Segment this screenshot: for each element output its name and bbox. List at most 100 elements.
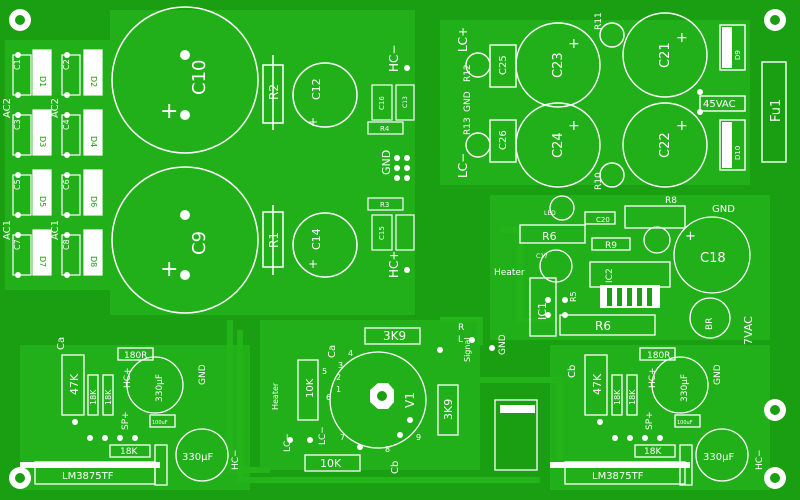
label-signal: Signal — [463, 337, 472, 362]
label-c6: C6 — [62, 179, 71, 190]
label-18k-c: 18K — [613, 389, 622, 405]
label-d7: D7 — [38, 256, 47, 267]
label-lm-left: LM3875TF — [62, 471, 114, 482]
label-330-left: 330μF — [155, 374, 165, 402]
label-gnd-bl: GND — [198, 364, 208, 385]
label-ac1a: AC1 — [2, 220, 13, 240]
label-gnd-left: GND — [380, 150, 393, 175]
label-ca-center: Ca — [327, 345, 338, 358]
label-c20: C20 — [596, 216, 610, 224]
label-d8: D8 — [89, 256, 98, 267]
label-lc-plus: LC+ — [456, 27, 470, 52]
label-c25: C25 — [498, 55, 509, 75]
label-r4: R4 — [380, 125, 390, 133]
label-d4: D4 — [89, 136, 98, 147]
label-c23: C23 — [551, 52, 566, 78]
pin-4: 4 — [348, 349, 353, 358]
pin-1: 1 — [336, 385, 341, 394]
svg-text:+: + — [308, 115, 318, 129]
label-fu1: Fu1 — [769, 99, 784, 122]
pin-8: 8 — [385, 445, 390, 454]
label-r8: R8 — [665, 196, 677, 206]
pads — [15, 52, 703, 450]
label-d10: D10 — [734, 146, 742, 160]
label-100uf-right: 100uF — [677, 420, 693, 426]
label-d2: D2 — [89, 76, 98, 87]
label-18k-d: 18K — [628, 389, 637, 405]
label-d3: D3 — [38, 136, 47, 147]
label-c3: C3 — [13, 119, 22, 130]
label-heater: Heater — [494, 268, 525, 278]
label-c9: C9 — [189, 231, 210, 255]
mounting-holes — [9, 9, 786, 489]
label-c7: C7 — [13, 239, 22, 250]
label-r11: R11 — [594, 12, 604, 30]
label-sp-right: SP+ — [645, 411, 655, 430]
pin-9: 9 — [416, 433, 421, 442]
label-r5: R5 — [569, 291, 578, 302]
label-gnd-mid: GND — [463, 91, 473, 112]
svg-text:+: + — [308, 257, 318, 271]
label-330b-left: 330μF — [182, 452, 213, 463]
label-c10: C10 — [189, 60, 210, 95]
label-r9: R9 — [605, 241, 617, 251]
label-c4: C4 — [62, 119, 71, 130]
label-c21: C21 — [658, 42, 673, 68]
label-180r-left: 180R — [124, 351, 147, 361]
label-c24: C24 — [551, 132, 566, 158]
label-r1: R1 — [267, 232, 281, 248]
pin-7: 7 — [340, 433, 345, 442]
label-v1: V1 — [403, 392, 417, 408]
big-capacitors — [111, 6, 259, 314]
label-lc-minus: LC− — [456, 153, 470, 178]
svg-text:+: + — [568, 118, 580, 134]
label-47k-right: 47K — [591, 373, 604, 395]
label-c1: C1 — [13, 59, 22, 70]
label-lc-minus-a: LC− — [283, 433, 293, 452]
label-r13: R13 — [463, 117, 473, 135]
label-cb-right: Cb — [567, 365, 578, 378]
svg-text:+: + — [685, 229, 696, 244]
label-ac2b: AC2 — [50, 98, 61, 118]
label-lc-minus-b: LC− — [318, 426, 328, 445]
label-10k-v: 10K — [305, 378, 316, 398]
label-18k-right: 18K — [644, 447, 662, 457]
label-c26: C26 — [498, 130, 509, 150]
label-hcm-left: HC− — [231, 449, 241, 470]
label-led: LED — [544, 210, 556, 217]
svg-text:+: + — [676, 118, 688, 134]
label-c5: C5 — [13, 179, 22, 190]
label-45vac: 45VAC — [703, 99, 736, 110]
label-330-right: 330μF — [680, 374, 690, 402]
label-c22: C22 — [658, 132, 673, 158]
label-cb-center: Cb — [390, 461, 401, 474]
label-gnd-center: GND — [498, 334, 508, 355]
label-d1: D1 — [38, 76, 47, 87]
pin-2: 2 — [336, 373, 341, 382]
label-r: R — [458, 323, 464, 333]
label-10k-h: 10K — [320, 457, 342, 470]
label-7vac: 7VAC — [742, 316, 755, 345]
label-330b-right: 330μF — [703, 452, 734, 463]
c10-plus: + — [160, 99, 178, 124]
label-gnd-br: GND — [713, 364, 723, 385]
label-3k9-v: 3K9 — [442, 399, 455, 420]
label-c8: C8 — [62, 239, 71, 250]
label-180r-right: 180R — [647, 351, 670, 361]
svg-text:+: + — [568, 36, 580, 52]
label-c16: C16 — [378, 96, 386, 110]
label-d5: D5 — [38, 196, 47, 207]
label-lm-right: LM3875TF — [592, 471, 644, 482]
label-hc-plus: HC+ — [387, 251, 401, 278]
label-br: BR — [705, 318, 715, 330]
copper-pours — [5, 10, 770, 490]
label-18k-a: 18K — [89, 389, 98, 405]
label-r6b: R6 — [595, 319, 611, 333]
label-c12: C12 — [310, 78, 323, 100]
label-r2: R2 — [267, 84, 281, 100]
label-d9: D9 — [734, 50, 742, 60]
svg-text:+: + — [676, 30, 688, 46]
label-c2: C2 — [62, 59, 71, 70]
label-hcm-right: HC− — [755, 449, 765, 470]
